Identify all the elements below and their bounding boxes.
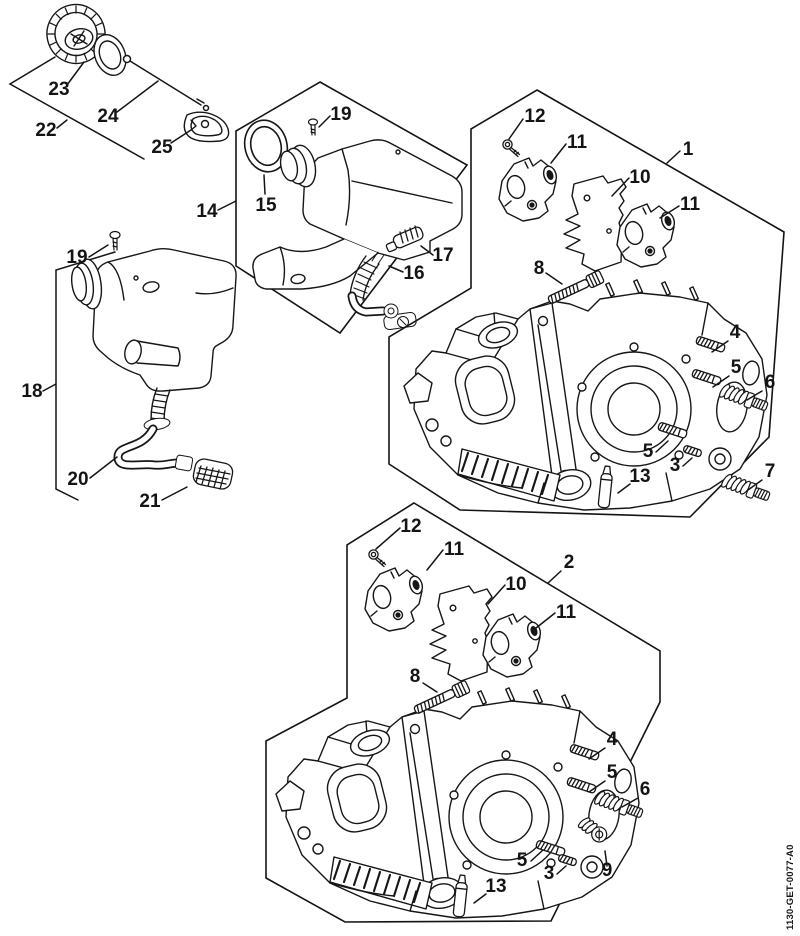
callout-3-1: 3 bbox=[670, 455, 681, 476]
cap-retainer-drawing bbox=[183, 111, 230, 143]
callout-6-2: 6 bbox=[640, 779, 651, 800]
callout-11b-2: 11 bbox=[556, 602, 577, 623]
filter-17-drawing bbox=[385, 225, 424, 253]
assembly-2-border bbox=[265, 502, 661, 923]
handle-group-border bbox=[235, 81, 469, 335]
callout-22: 22 bbox=[35, 120, 56, 141]
callout-5a-1: 5 bbox=[731, 357, 742, 378]
callout-17: 17 bbox=[432, 245, 453, 266]
retainer-wire-drawing bbox=[122, 54, 210, 112]
callout-7-1: 7 bbox=[765, 461, 776, 482]
callout-25: 25 bbox=[151, 137, 173, 158]
callout-24: 24 bbox=[97, 106, 119, 127]
fuel-tank-group: 18 19 20 21 bbox=[21, 230, 237, 512]
callout-8-2: 8 bbox=[410, 666, 421, 687]
fuel-cap-drawing bbox=[46, 3, 106, 65]
callout-13-1: 13 bbox=[629, 466, 650, 487]
callout-16: 16 bbox=[403, 263, 424, 284]
cap-group-bracket bbox=[8, 56, 145, 160]
callout-10-1: 10 bbox=[629, 167, 650, 188]
callout-9-2: 9 bbox=[602, 860, 613, 881]
fuel-tank-drawing bbox=[70, 248, 237, 392]
callout-11a-1: 11 bbox=[567, 132, 588, 153]
cover-cluster-1 bbox=[499, 140, 676, 307]
callout-8-1: 8 bbox=[534, 258, 545, 279]
callout-2: 2 bbox=[564, 552, 575, 573]
callout-21: 21 bbox=[139, 491, 161, 512]
callout-20: 20 bbox=[67, 469, 88, 490]
cap-washer-drawing bbox=[93, 34, 127, 76]
crankcase-assembly-2-group: 2 12 11 10 11 8 4 5 6 5 3 9 13 bbox=[265, 502, 661, 923]
callout-18: 18 bbox=[21, 381, 42, 402]
callout-5a-2: 5 bbox=[607, 762, 618, 783]
crankcase-drawing-1 bbox=[402, 278, 769, 512]
pickup-body-drawing bbox=[192, 458, 234, 490]
fuel-cap-group: 22 23 24 25 bbox=[8, 3, 230, 160]
diagram-code: 1130-GET-0077-A0 bbox=[785, 844, 796, 930]
callout-10-2: 10 bbox=[505, 574, 526, 595]
assembly-1-border bbox=[388, 89, 785, 518]
callout-6-1: 6 bbox=[765, 372, 776, 393]
callout-11a-2: 11 bbox=[444, 539, 465, 560]
callout-13-2: 13 bbox=[485, 876, 506, 897]
handle-housing-drawing bbox=[252, 139, 463, 290]
callout-23: 23 bbox=[48, 79, 69, 100]
crankcase-assembly-1-group: 1 12 11 10 11 8 4 5 6 5 3 13 7 bbox=[388, 89, 785, 518]
tank-screw-drawing bbox=[109, 230, 121, 251]
callout-4-2: 4 bbox=[607, 729, 618, 750]
callout-19-handle: 19 bbox=[330, 104, 351, 125]
callout-3-2: 3 bbox=[544, 863, 555, 884]
callout-15: 15 bbox=[255, 195, 277, 216]
callout-19-tank: 19 bbox=[66, 247, 87, 268]
housing-screw-drawing bbox=[307, 118, 319, 136]
callout-1: 1 bbox=[683, 139, 694, 160]
callout-5b-2: 5 bbox=[517, 850, 528, 871]
handle-molding-group: 14 15 19 17 16 bbox=[196, 81, 469, 335]
callout-5b-1: 5 bbox=[643, 441, 654, 462]
fuel-hose-drawing bbox=[113, 387, 194, 472]
seal-ring-drawing bbox=[243, 119, 289, 173]
callout-14: 14 bbox=[196, 201, 218, 222]
callout-4-1: 4 bbox=[730, 322, 741, 343]
callout-12-2: 12 bbox=[400, 516, 421, 537]
callout-12-1: 12 bbox=[524, 106, 545, 127]
callout-11b-1: 11 bbox=[680, 194, 701, 215]
